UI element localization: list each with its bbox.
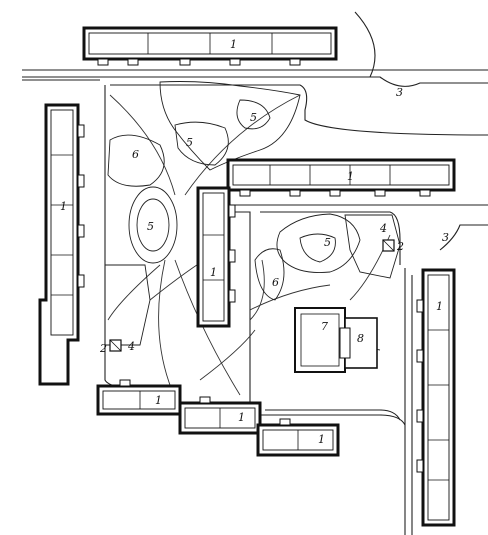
label-building-mid-horizontal: 1	[347, 170, 354, 183]
label-lawn-inner: 6	[272, 276, 279, 289]
label-building-right: 1	[436, 300, 443, 313]
school-kindergarten	[294, 307, 378, 373]
label-sports-right: 4	[379, 222, 387, 235]
label-sports-left: 4	[127, 340, 135, 353]
building-mid-vertical	[196, 186, 236, 328]
label-yard-left: 2	[99, 342, 107, 355]
building-left	[38, 103, 85, 386]
building-top	[82, 26, 338, 66]
label-building-bottom-b: 1	[238, 411, 245, 424]
lawns	[107, 134, 285, 301]
label-lawn-left: 6	[132, 148, 139, 161]
label-kindergarten: 8	[357, 332, 364, 345]
label-yard-right: 2	[396, 240, 404, 253]
label-building-bottom-a: 1	[155, 394, 162, 407]
label-building-bottom-c: 1	[318, 433, 325, 446]
label-school: 7	[321, 320, 328, 333]
label-building-top: 1	[230, 38, 237, 51]
label-street-right: 3	[442, 231, 449, 244]
label-street-top: 3	[396, 86, 403, 99]
building-right	[416, 268, 456, 527]
label-green-center: 5	[147, 220, 154, 233]
building-mid-horizontal	[226, 158, 456, 197]
building-bottom-b	[178, 396, 262, 435]
label-building-mid-vertical: 1	[210, 266, 217, 279]
building-bottom-c	[256, 418, 340, 457]
label-green-inner: 5	[324, 236, 331, 249]
label-green-top: 5	[186, 136, 193, 149]
label-green-top-small: 5	[250, 111, 257, 124]
plan-labels: 1 1 1 1 1 1 1 1 3 3 5 5 5 5 6 6 2 2 4 4 …	[60, 38, 449, 446]
streets	[22, 11, 488, 535]
utility-yards	[109, 239, 395, 352]
building-bottom-a	[96, 379, 182, 416]
label-building-left: 1	[60, 200, 67, 213]
